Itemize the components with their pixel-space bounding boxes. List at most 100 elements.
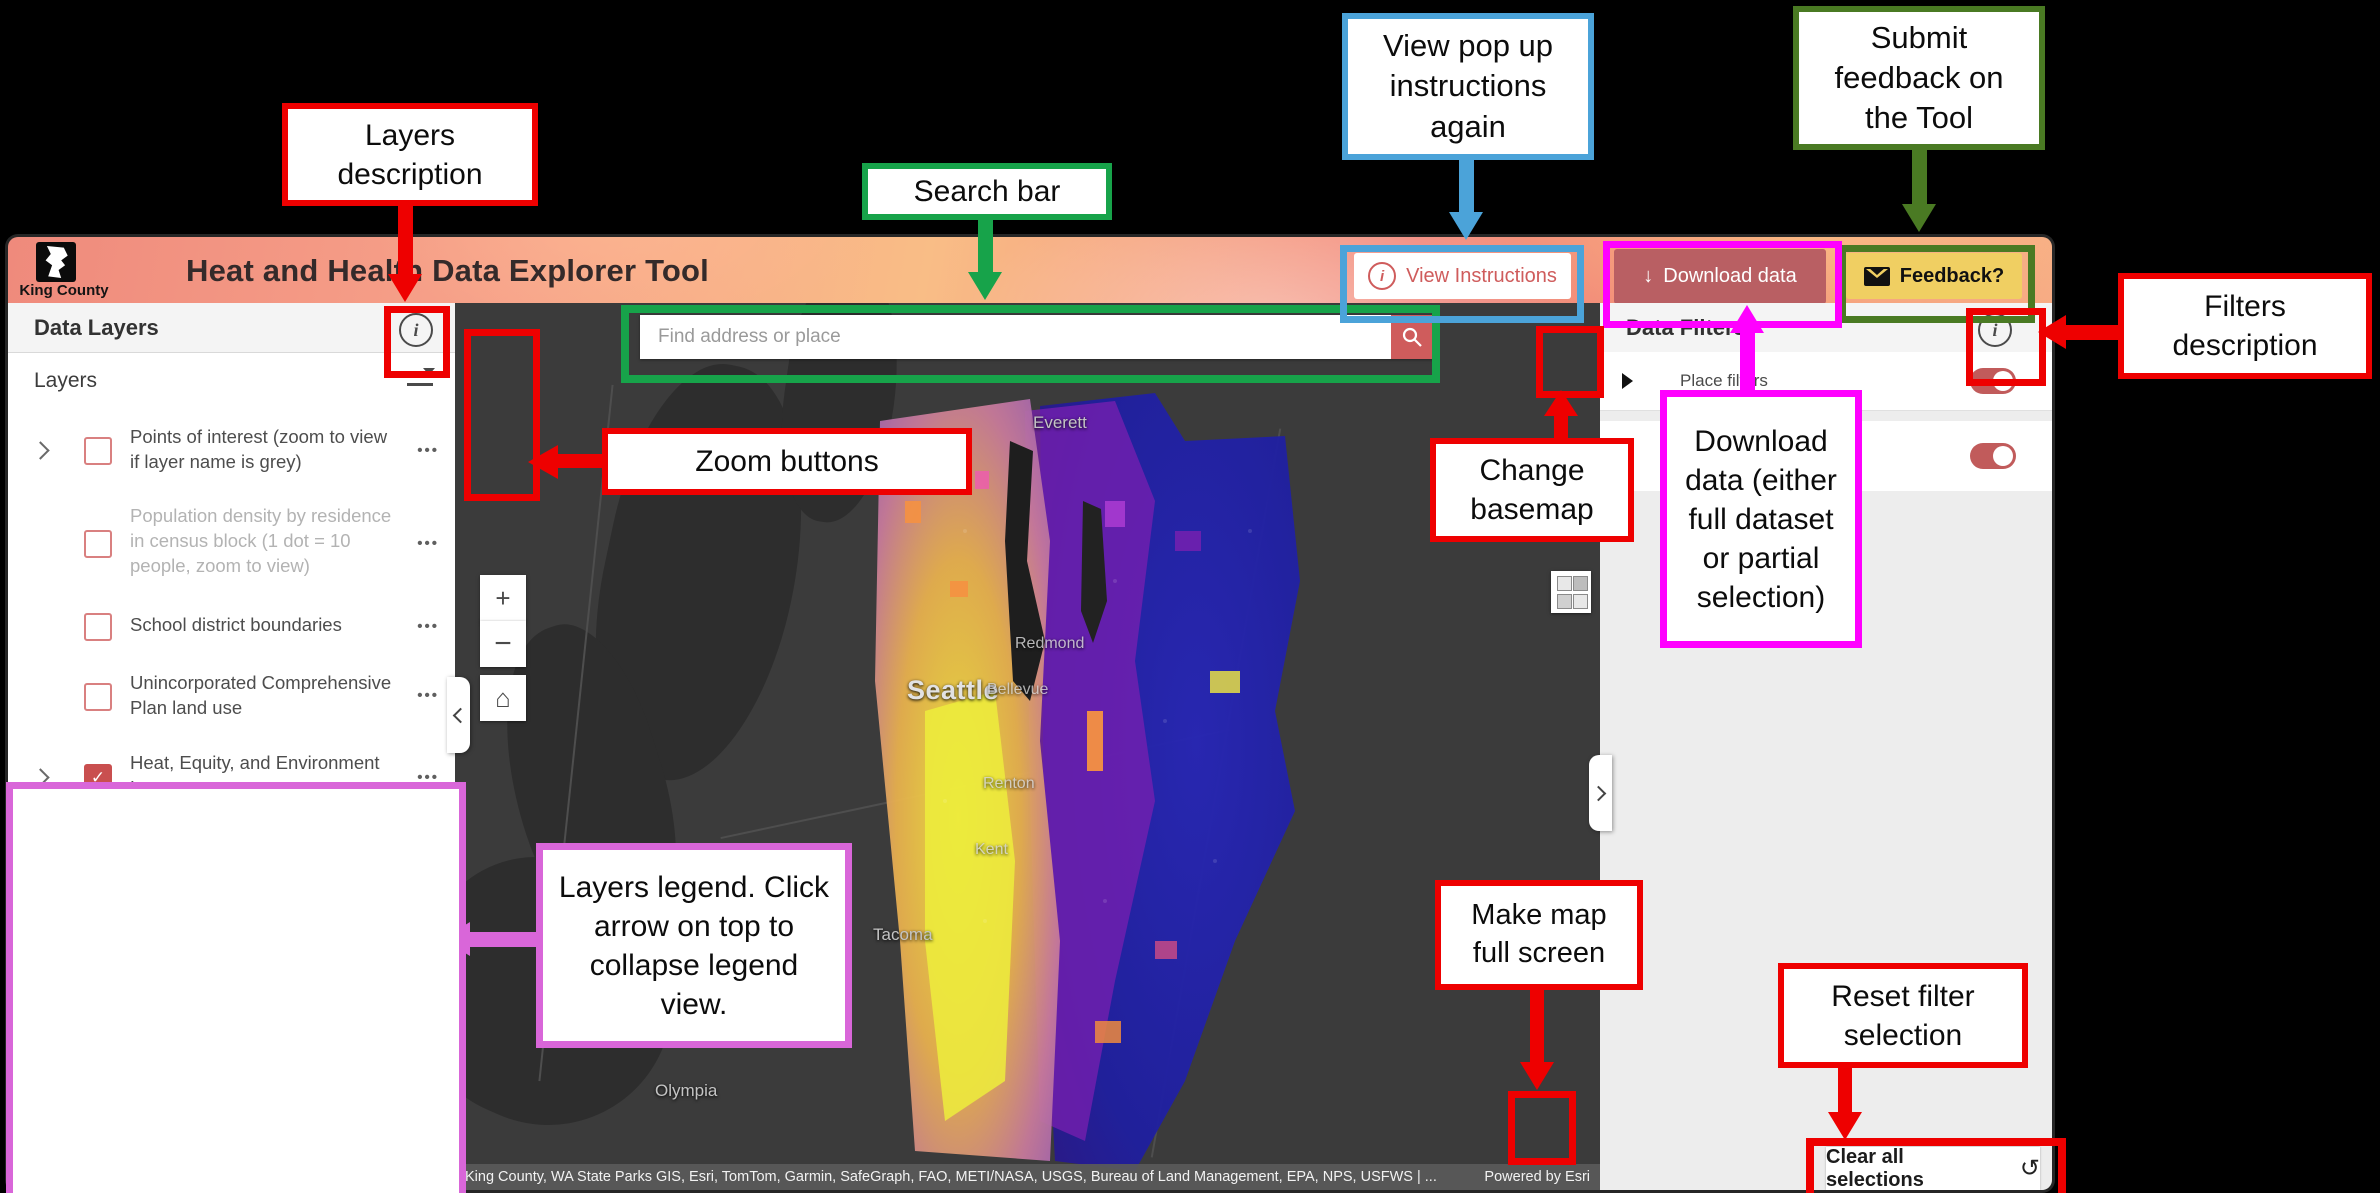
powered-by-esri: Powered by Esri [1484,1169,1590,1185]
layer-options-icon[interactable]: ••• [417,535,439,552]
search-icon [1402,327,1422,347]
king-county-logo-text: King County [19,282,109,299]
layer-checkbox[interactable] [84,530,112,558]
annotation-layers-legend: Layers legend. Click arrow on top to col… [536,843,852,1048]
layer-item-school-districts[interactable]: School district boundaries ••• [8,595,455,658]
arrow-download-data [1740,333,1755,391]
search-input[interactable] [640,315,1391,359]
ring-download-button [1603,241,1842,328]
arrow-layers-legend [468,932,538,947]
ring-layers-info [384,306,450,378]
layer-options-icon[interactable]: ••• [417,442,439,459]
download-data-button[interactable]: ↓ Download data [1614,249,1826,304]
arrow-submit-feedback [1912,150,1927,204]
arrow-zoom-buttons [558,454,604,468]
reset-icon: ↺ [2019,1155,2040,1182]
layer-item-unincorporated-plan[interactable]: Unincorporated Comprehensive Plan land u… [8,657,455,736]
layer-options-icon[interactable]: ••• [417,769,439,786]
layers-heading: Layers [34,369,98,392]
arrow-view-popup [1459,160,1474,212]
zoom-out-button[interactable]: − [480,621,526,667]
ring-search-bar [621,305,1440,383]
arrowhead [1449,212,1483,240]
map-label-olympia: Olympia [655,1081,718,1100]
arrow-layers-description [398,206,413,274]
attribution-text: King County, WA State Parks GIS, Esri, T… [465,1169,1437,1185]
map-label-everett: Everett [1033,413,1087,432]
layer-item-points-of-interest[interactable]: Points of interest (zoom to view if laye… [8,410,455,491]
annotation-submit-feedback: Submit feedback on the Tool [1793,6,2045,150]
home-extent-button[interactable]: ⌂ [480,675,526,721]
ring-fullscreen-button [1508,1091,1576,1165]
layer-label: School district boundaries [130,614,342,635]
expand-chevron-icon[interactable] [31,441,50,460]
king-county-logo [36,242,76,282]
ring-basemap-button [1536,326,1604,398]
layer-options-icon[interactable]: ••• [417,687,439,704]
feedback-label: Feedback? [1899,264,2005,287]
data-layers-title: Data Layers [34,314,159,340]
chevron-right-icon [1590,785,1607,801]
layers-info-icon[interactable]: i [399,313,433,347]
annotation-filters-description: Filters description [2118,273,2372,379]
arrowhead [1520,1062,1554,1090]
ring-filters-info [1966,308,2046,386]
layer-label: Points of interest (zoom to view if laye… [130,426,388,472]
filter-toggle[interactable] [1970,443,2016,469]
legend-annotation-ring [6,782,466,1193]
king-county-logo-face [45,246,68,278]
heat-overlay-layer [875,393,1300,1171]
basemap-gallery-icon [1556,575,1588,609]
layer-checkbox[interactable] [84,437,112,465]
collapse-left-panel-handle[interactable] [447,677,470,753]
map-attribution: King County, WA State Parks GIS, Esri, T… [455,1164,1600,1190]
chevron-left-icon [452,707,469,723]
ring-clear-selections [1806,1138,2066,1193]
arrowhead [968,272,1002,300]
view-instructions-button[interactable]: i View Instructions [1354,253,1571,299]
map-label-renton: Renton [983,775,1035,792]
arrowhead [1902,204,1936,232]
annotation-search-bar: Search bar [862,163,1112,220]
app-header: King County Heat and Health Data Explore… [8,237,2052,304]
annotation-layers-description: Layers description [282,103,538,206]
arrow-make-fullscreen [1530,990,1544,1062]
download-data-label: Download data [1663,265,1797,287]
ring-feedback [1839,245,2035,323]
ring-zoom-buttons [464,329,540,501]
change-basemap-button[interactable] [1551,571,1591,613]
view-instructions-label: View Instructions [1406,264,1557,287]
arrowhead [1828,1112,1862,1140]
map-canvas[interactable]: Everett Seattle Redmond Bellevue Renton … [455,303,1600,1190]
clear-all-selections-button[interactable]: Clear all selections ↺ [1826,1145,2040,1191]
arrow-filters-description [2066,325,2118,340]
layer-label: Unincorporated Comprehensive Plan land u… [130,672,392,718]
annotation-make-fullscreen: Make map full screen [1435,880,1643,990]
download-icon: ↓ [1643,265,1654,287]
arrow-change-basemap [1554,416,1568,438]
arrowhead [1730,305,1764,333]
layer-options-icon[interactable]: ••• [417,618,439,635]
layer-checkbox[interactable] [84,613,112,641]
annotation-zoom-buttons: Zoom buttons [602,428,972,495]
arrow-reset-filter [1838,1068,1852,1112]
search-bar [640,315,1433,359]
layer-checkbox[interactable] [84,683,112,711]
map-label-kent: Kent [975,841,1008,858]
map-label-tacoma: Tacoma [873,925,933,944]
zoom-in-button[interactable]: + [480,575,526,622]
map-label-bellevue: Bellevue [987,681,1049,698]
layer-item-population-density[interactable]: Population density by residence in censu… [8,490,455,596]
arrowhead [388,274,422,302]
map-label-redmond: Redmond [1015,635,1085,652]
arrow-search-bar [978,220,993,272]
feedback-button[interactable]: Feedback? [1846,253,2022,299]
map-label-seattle: Seattle [907,675,1000,705]
annotation-view-popup: View pop up instructions again [1342,13,1594,160]
expand-triangle-icon[interactable] [1622,373,1633,389]
collapse-right-panel-handle[interactable] [1589,755,1612,831]
annotation-change-basemap: Change basemap [1430,438,1634,542]
envelope-icon [1863,266,1890,286]
layer-label: Population density by residence in censu… [130,505,392,576]
clear-all-selections-label: Clear all selections [1826,1145,1924,1191]
